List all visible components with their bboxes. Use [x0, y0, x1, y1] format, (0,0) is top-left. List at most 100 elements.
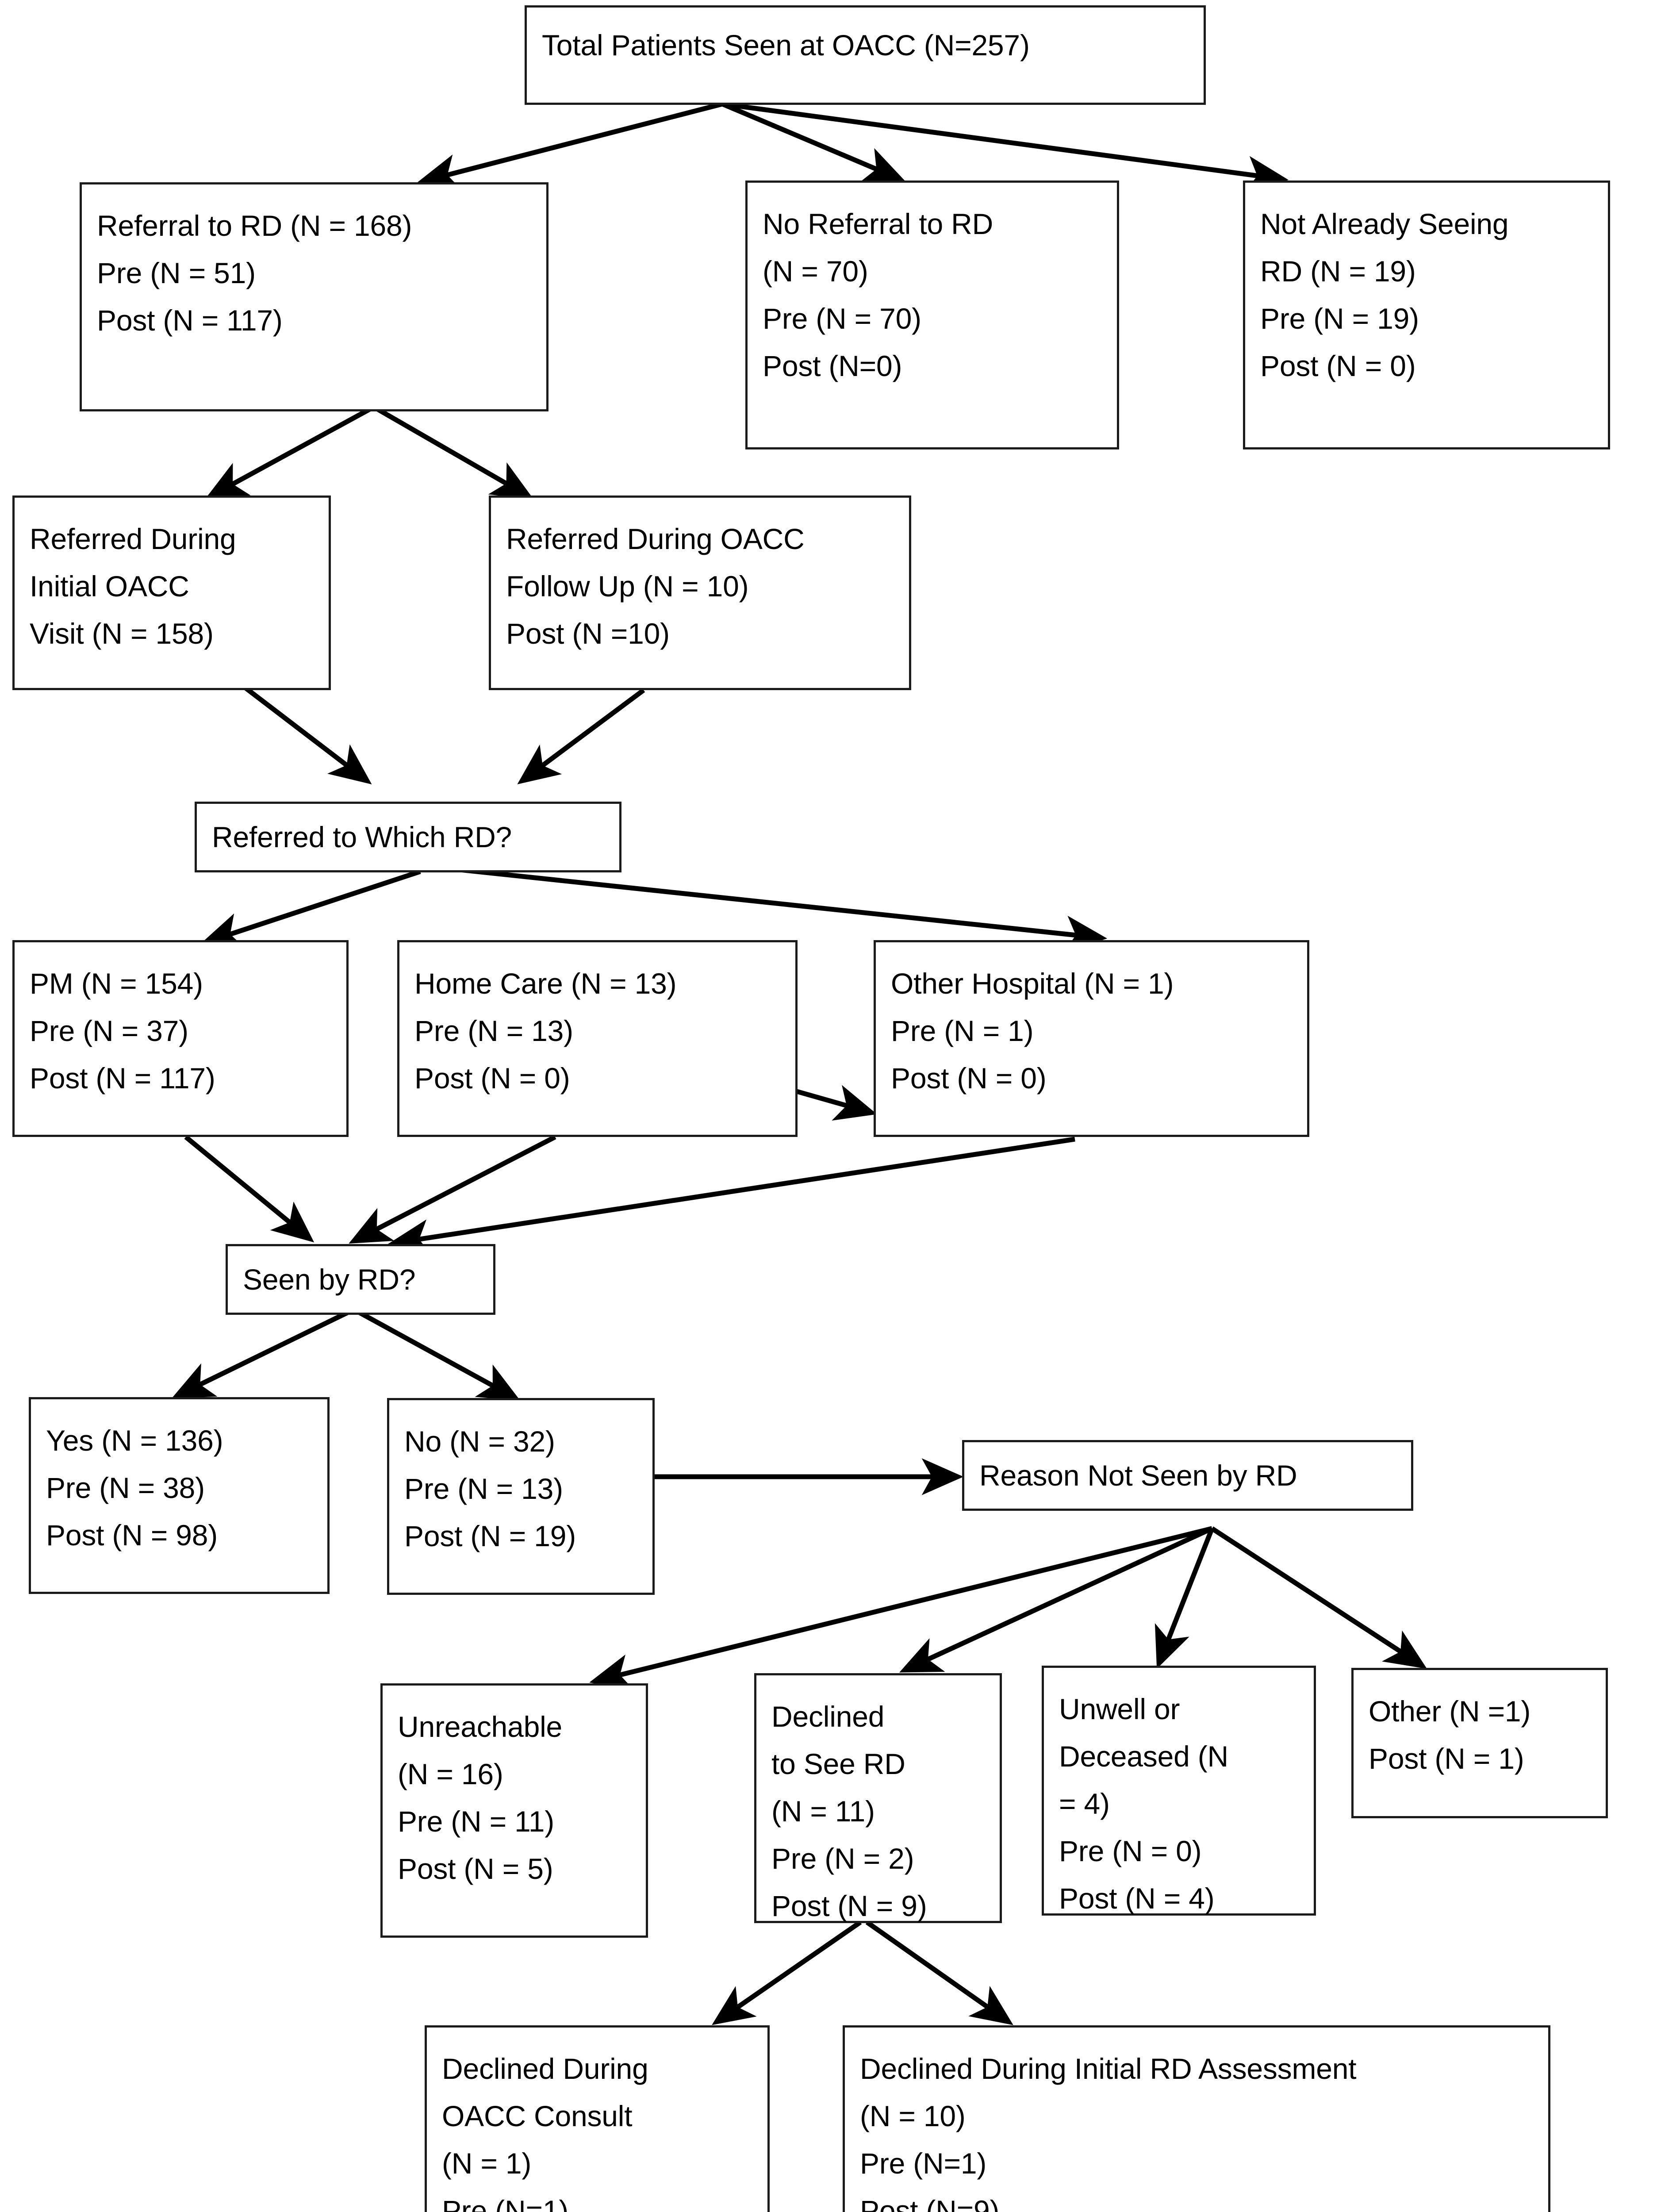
node-unreachable[interactable]: Unreachable (N = 16) Pre (N = 11) Post (… — [380, 1683, 648, 1938]
node-line: Not Already Seeing — [1260, 207, 1509, 240]
node-line: Pre (N = 38) — [46, 1471, 205, 1504]
node-line: Pre (N=1) — [442, 2194, 569, 2212]
node-line: Post (N = 9) — [771, 1889, 927, 1922]
arrow-total-to-no-referral — [721, 101, 906, 182]
node-line: = 4) — [1059, 1787, 1110, 1820]
node-line: Pre (N = 1) — [891, 1014, 1034, 1047]
node-referral-to-rd[interactable]: Referral to RD (N = 168) Pre (N = 51) Po… — [80, 182, 548, 411]
arrow-which-rd-to-other-hospital — [455, 867, 1108, 952]
node-line: No (N = 32) — [404, 1425, 555, 1458]
arrow-seen-by-rd-to-yes — [172, 1307, 355, 1398]
node-line: Home Care (N = 13) — [414, 967, 677, 1000]
node-line: Total Patients Seen at OACC (N=257) — [542, 29, 1030, 61]
node-referred-oacc-follow-up[interactable]: Referred During OACC Follow Up (N = 10) … — [489, 495, 911, 690]
node-line: to See RD — [771, 1747, 905, 1780]
node-line: Yes (N = 136) — [46, 1424, 223, 1457]
node-line: Pre (N = 70) — [763, 302, 921, 335]
node-line: Post (N = 19) — [404, 1519, 576, 1552]
arrow-total-to-referral-rd — [417, 101, 723, 191]
node-line: PM (N = 154) — [30, 967, 203, 1000]
arrow-other-hospital-to-seen-by-rd — [387, 1137, 1075, 1256]
arrow-which-rd-to-pm — [200, 869, 421, 949]
node-line: Deceased (N — [1059, 1740, 1228, 1773]
node-pm[interactable]: PM (N = 154) Pre (N = 37) Post (N = 117) — [12, 940, 349, 1137]
arrow-declined-to-initial-rd — [865, 1920, 1013, 2025]
node-referred-initial-oacc-visit[interactable]: Referred During Initial OACC Visit (N = … — [12, 495, 331, 690]
node-line: Post (N = 4) — [1059, 1882, 1215, 1915]
node-no-seen-by-rd[interactable]: No (N = 32) Pre (N = 13) Post (N = 19) — [387, 1398, 655, 1595]
node-line: Visit (N = 158) — [30, 617, 214, 650]
node-line: (N = 70) — [763, 254, 868, 288]
node-line: OACC Consult — [442, 2099, 633, 2132]
node-line: (N = 16) — [398, 1757, 503, 1790]
node-line: Unreachable — [398, 1710, 563, 1743]
arrow-seen-by-rd-to-no — [353, 1307, 521, 1401]
arrow-home-care-to-seen-by-rd — [349, 1135, 556, 1244]
node-unwell-or-deceased[interactable]: Unwell or Deceased (N = 4) Pre (N = 0) P… — [1042, 1666, 1316, 1916]
node-declined-to-see-rd[interactable]: Declined to See RD (N = 11) Pre (N = 2) … — [754, 1673, 1002, 1923]
node-line: Referred During — [30, 522, 236, 555]
node-line: Unwell or — [1059, 1693, 1180, 1725]
node-no-referral-to-rd[interactable]: No Referral to RD (N = 70) Pre (N = 70) … — [745, 180, 1119, 449]
node-line: Referral to RD (N = 168) — [97, 209, 412, 242]
node-line: Post (N=9) — [860, 2194, 1000, 2212]
arrow-total-to-not-already-seeing — [722, 101, 1289, 193]
node-line: Pre (N = 2) — [771, 1842, 914, 1875]
arrow-declined-to-oacc-consult — [712, 1920, 862, 2025]
node-line: Post (N = 0) — [1260, 349, 1416, 382]
node-line: Post (N = 0) — [414, 1061, 570, 1094]
node-line: Initial OACC — [30, 569, 189, 603]
node-line: Declined During — [442, 2052, 648, 2085]
node-line: Post (N = 117) — [97, 303, 283, 337]
node-line: Post (N = 98) — [46, 1518, 218, 1551]
node-line: Post (N = 0) — [891, 1061, 1047, 1094]
node-not-already-seeing-rd[interactable]: Not Already Seeing RD (N = 19) Pre (N = … — [1243, 180, 1610, 449]
node-line: Follow Up (N = 10) — [506, 569, 749, 603]
node-referred-to-which-rd[interactable]: Referred to Which RD? — [195, 802, 621, 872]
arrow-pm-to-seen-by-rd — [184, 1135, 315, 1243]
node-home-care[interactable]: Home Care (N = 13) Pre (N = 13) Post (N … — [397, 940, 798, 1137]
arrow-referral-to-followup — [372, 405, 534, 499]
node-line: Declined During Initial RD Assessment — [860, 2052, 1357, 2085]
node-line: Other Hospital (N = 1) — [891, 967, 1174, 1000]
node-line: Post (N = 5) — [398, 1852, 553, 1885]
arrow-initial-to-which-rd — [244, 686, 372, 785]
node-line: (N = 10) — [860, 2099, 966, 2132]
node-line: Pre (N = 0) — [1059, 1834, 1202, 1867]
node-line: (N = 11) — [771, 1794, 875, 1828]
node-line: Post (N =10) — [506, 617, 670, 650]
node-line: Pre (N=1) — [860, 2147, 987, 2180]
node-reason-not-seen-by-rd[interactable]: Reason Not Seen by RD — [962, 1440, 1413, 1511]
node-line: Declined — [771, 1700, 885, 1733]
node-line: Referred to Which RD? — [212, 821, 512, 853]
node-line: RD (N = 19) — [1260, 254, 1416, 288]
node-line: Pre (N = 13) — [404, 1472, 563, 1505]
arrow-reason-to-unwell — [1155, 1527, 1215, 1669]
node-line: Post (N=0) — [763, 349, 902, 382]
node-line: Pre (N = 13) — [414, 1014, 573, 1047]
node-line: Pre (N = 37) — [30, 1014, 188, 1047]
node-total-patients[interactable]: Total Patients Seen at OACC (N=257) — [525, 5, 1206, 105]
node-declined-during-initial-rd-assessment[interactable]: Declined During Initial RD Assessment (N… — [843, 2025, 1550, 2212]
arrow-reason-to-unreachable — [589, 1526, 1213, 1691]
arrow-referral-to-initial — [205, 405, 375, 499]
arrow-followup-to-which-rd — [517, 688, 645, 784]
node-yes-seen-by-rd[interactable]: Yes (N = 136) Pre (N = 38) Post (N = 98) — [29, 1397, 330, 1594]
node-line: (N = 1) — [442, 2147, 532, 2180]
node-declined-during-oacc-consult[interactable]: Declined During OACC Consult (N = 1) Pre… — [425, 2025, 770, 2212]
node-line: Post (N = 1) — [1369, 1742, 1524, 1775]
node-line: Reason Not Seen by RD — [979, 1459, 1297, 1492]
node-line: No Referral to RD — [763, 207, 993, 240]
node-line: Pre (N = 19) — [1260, 302, 1419, 335]
node-other-reason[interactable]: Other (N =1) Post (N = 1) — [1351, 1668, 1608, 1818]
node-line: Other (N =1) — [1369, 1695, 1531, 1728]
arrow-reason-to-declined — [899, 1526, 1213, 1673]
node-line: Pre (N = 51) — [97, 256, 256, 289]
node-line: Referred During OACC — [506, 522, 805, 555]
node-other-hospital[interactable]: Other Hospital (N = 1) Pre (N = 1) Post … — [874, 940, 1309, 1137]
node-line: Post (N = 117) — [30, 1061, 215, 1094]
node-seen-by-rd[interactable]: Seen by RD? — [226, 1244, 495, 1315]
node-line: Seen by RD? — [243, 1263, 416, 1296]
arrow-reason-to-other — [1210, 1526, 1427, 1669]
